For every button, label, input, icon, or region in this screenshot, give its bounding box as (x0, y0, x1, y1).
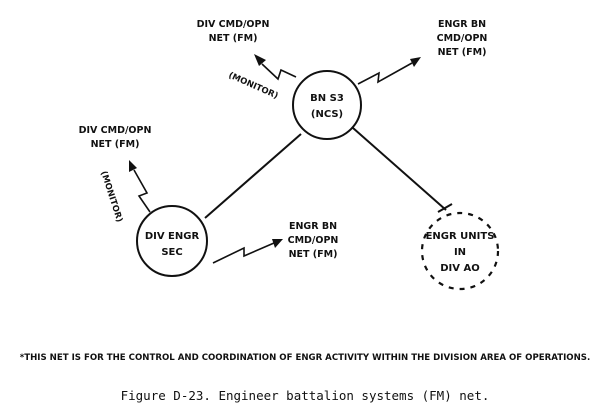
net-top-right: ENGR BN CMD/OPN NET (FM) (357, 19, 488, 85)
arrowhead-top-right (410, 57, 421, 67)
net-top-left: DIV CMD/OPN NET (FM) (MONITOR) (197, 19, 297, 102)
monitor-label-left: (MONITOR) (98, 170, 124, 224)
node-bn-s3-line1: BN S3 (310, 93, 344, 104)
radio-bolt-left (133, 169, 151, 213)
figure-caption: Figure D-23. Engineer battalion systems … (121, 388, 490, 403)
net-top-right-line1: ENGR BN (438, 19, 486, 30)
node-engr-units-line2: IN (454, 247, 466, 258)
node-engr-units: ENGR UNITS IN DIV AO (420, 211, 500, 291)
node-div-engr-sec-line1: DIV ENGR (145, 231, 200, 242)
link-end-tick (437, 203, 453, 213)
net-top-left-line1: DIV CMD/OPN (197, 19, 270, 30)
net-left-line2: NET (FM) (91, 139, 140, 150)
net-left-line1: DIV CMD/OPN (79, 125, 152, 136)
node-div-engr-sec-line2: SEC (161, 247, 182, 258)
link-bn-s3-to-div-engr-sec (204, 133, 302, 219)
arrowhead-top-left (254, 54, 266, 66)
link-bn-s3-to-engr-units (352, 127, 447, 211)
radio-bolt-top-right (357, 62, 413, 85)
arrowhead-left (129, 160, 137, 172)
node-div-engr-sec: DIV ENGR SEC (136, 205, 208, 277)
monitor-label-top-left: (MONITOR) (227, 71, 280, 102)
net-left: DIV CMD/OPN NET (FM) (MONITOR) (79, 125, 152, 224)
arrowhead-bottom (272, 239, 283, 248)
net-bottom: ENGR BN CMD/OPN NET (FM) (212, 221, 339, 264)
node-bn-s3-line2: (NCS) (311, 109, 343, 120)
net-top-left-line2: NET (FM) (209, 33, 258, 44)
radio-bolt-top-left (261, 63, 297, 81)
node-engr-units-line1: ENGR UNITS (426, 231, 495, 242)
node-engr-units-line3: DIV AO (440, 263, 479, 274)
node-bn-s3: BN S3 (NCS) (292, 70, 362, 140)
net-top-right-line2: CMD/OPN (437, 33, 488, 44)
radio-bolt-bottom (212, 242, 275, 264)
footnote: *THIS NET IS FOR THE CONTROL AND COORDIN… (20, 353, 591, 363)
net-top-right-line3: NET (FM) (438, 47, 487, 58)
net-bottom-line3: NET (FM) (289, 249, 338, 260)
net-bottom-line2: CMD/OPN (288, 235, 339, 246)
net-bottom-line1: ENGR BN (289, 221, 337, 232)
